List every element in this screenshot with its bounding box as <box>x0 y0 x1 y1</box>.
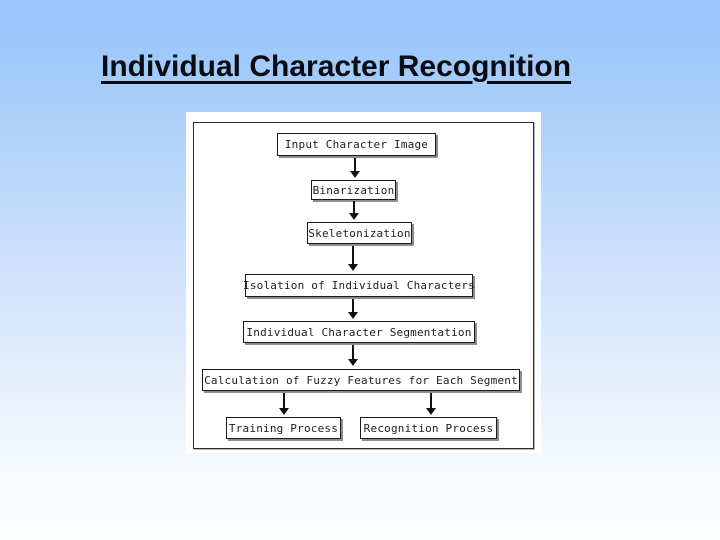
arrow-head-icon <box>348 264 358 271</box>
arrow-fuzzy-to-recognition <box>426 393 436 415</box>
arrow-segmentation-to-fuzzy <box>348 345 358 366</box>
arrow-shaft <box>352 246 354 264</box>
arrow-binarization-to-skeletonization <box>349 201 359 220</box>
arrow-shaft <box>352 299 354 312</box>
arrow-shaft <box>430 393 432 408</box>
arrow-head-icon <box>349 213 359 220</box>
node-skeletonization: Skeletonization <box>307 222 412 244</box>
node-isolation-of-characters: Isolation of Individual Characters <box>243 274 475 297</box>
node-training-process: Training Process <box>226 417 341 439</box>
arrow-fuzzy-to-training <box>279 393 289 415</box>
arrow-skeletonization-to-isolation <box>348 246 358 271</box>
arrow-input-to-binarization <box>350 158 360 178</box>
arrow-shaft <box>283 393 285 408</box>
arrow-head-icon <box>279 408 289 415</box>
slide-title: Individual Character Recognition <box>101 50 572 83</box>
arrow-head-icon <box>348 312 358 319</box>
arrow-head-icon <box>426 408 436 415</box>
flowchart-panel-border <box>193 122 534 449</box>
node-binarization: Binarization <box>311 180 396 200</box>
node-character-segmentation: Individual Character Segmentation <box>243 321 475 343</box>
arrow-shaft <box>353 201 355 213</box>
arrow-shaft <box>354 158 356 171</box>
node-fuzzy-feature-calculation: Calculation of Fuzzy Features for Each S… <box>202 369 520 391</box>
node-recognition-process: Recognition Process <box>360 417 497 439</box>
arrow-head-icon <box>348 359 358 366</box>
node-input-character-image: Input Character Image <box>277 133 436 156</box>
arrow-isolation-to-segmentation <box>348 299 358 319</box>
arrow-head-icon <box>350 171 360 178</box>
arrow-shaft <box>352 345 354 359</box>
